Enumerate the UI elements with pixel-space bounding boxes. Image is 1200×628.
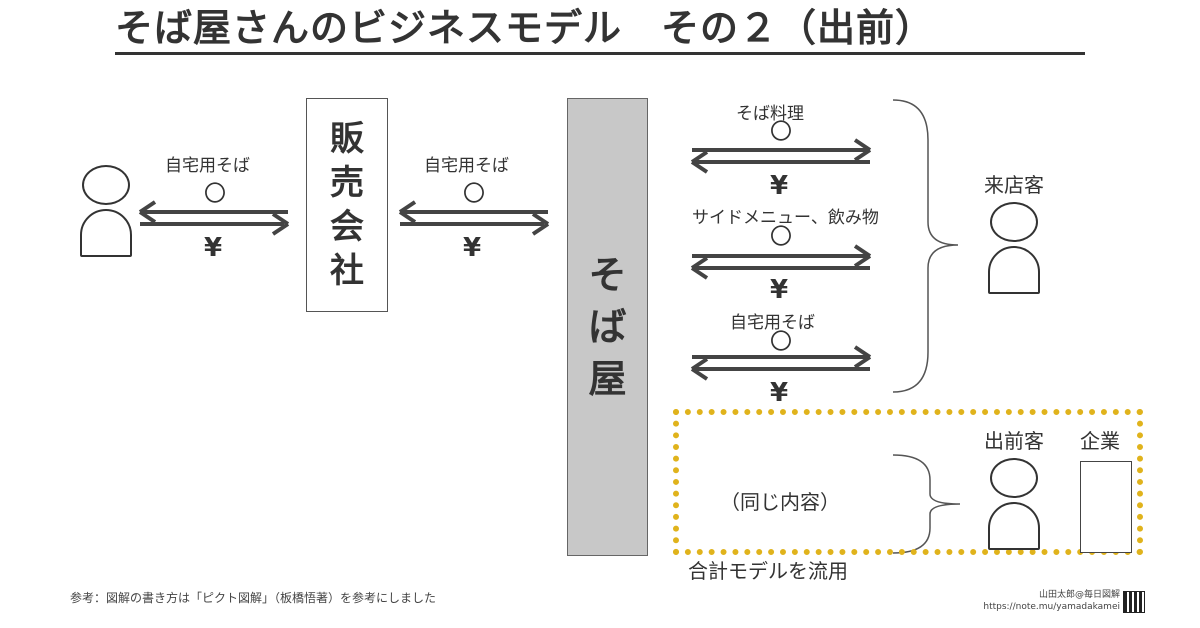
corporate-label: 企業	[1080, 429, 1120, 453]
flow-label-side-menu: サイドメニュー、飲み物	[692, 208, 879, 228]
visitor-person-icon	[988, 202, 1040, 298]
goods-mark-home-soba: 〇	[770, 330, 793, 355]
money-mark-side-menu: ¥	[770, 275, 789, 305]
arrow-pair-customer-company	[138, 200, 290, 236]
money-mark-soba-dishes: ¥	[770, 171, 789, 201]
delivery-section-box	[673, 409, 1143, 555]
arrow-pair-shop-visitor-1	[690, 138, 872, 174]
title-underline	[115, 52, 1085, 55]
author-credit: 山田太郎@毎日図解	[1038, 590, 1120, 600]
money-mark-home-soba: ¥	[770, 378, 789, 408]
page-title: そば屋さんのビジネスモデル その２（出前）	[115, 6, 935, 50]
goods-mark-customer-company: 〇	[204, 182, 227, 207]
visitor-label: 来店客	[984, 173, 1044, 197]
visitor-brace	[892, 99, 959, 393]
flow-label-soba-dishes: そば料理	[736, 104, 804, 124]
delivery-customer-person-icon	[988, 458, 1040, 554]
delivery-brace	[892, 454, 961, 554]
reference-note: 参考：図解の書き方は「ピクト図解」（板橋悟著）を参考にしました	[70, 591, 437, 605]
money-mark-company-shop: ¥	[463, 233, 482, 263]
author-url: https://note.mu/yamadakamei	[983, 602, 1120, 612]
money-mark-customer-company: ¥	[204, 233, 223, 263]
arrow-pair-shop-visitor-3	[690, 345, 872, 381]
corporate-icon	[1080, 461, 1132, 553]
qr-code-icon	[1123, 591, 1145, 613]
delivery-customer-label: 出前客	[984, 429, 1044, 453]
flow-label-customer-company: 自宅用そば	[165, 156, 250, 176]
same-content-note: （同じ内容）	[720, 490, 840, 514]
home-customer-person-icon	[80, 165, 132, 261]
goods-mark-soba-dishes: 〇	[770, 120, 793, 145]
arrow-pair-shop-visitor-2	[690, 244, 872, 280]
arrow-pair-company-shop	[398, 200, 550, 236]
flow-label-home-soba: 自宅用そば	[730, 313, 815, 333]
sales-company-box: 販 売 会 社	[306, 98, 388, 312]
flow-label-company-shop: 自宅用そば	[424, 156, 509, 176]
delivery-caption: 合計モデルを流用	[688, 559, 848, 583]
goods-mark-company-shop: 〇	[463, 182, 486, 207]
goods-mark-side-menu: 〇	[770, 225, 793, 250]
soba-shop-bar: そ ば 屋	[567, 98, 648, 556]
